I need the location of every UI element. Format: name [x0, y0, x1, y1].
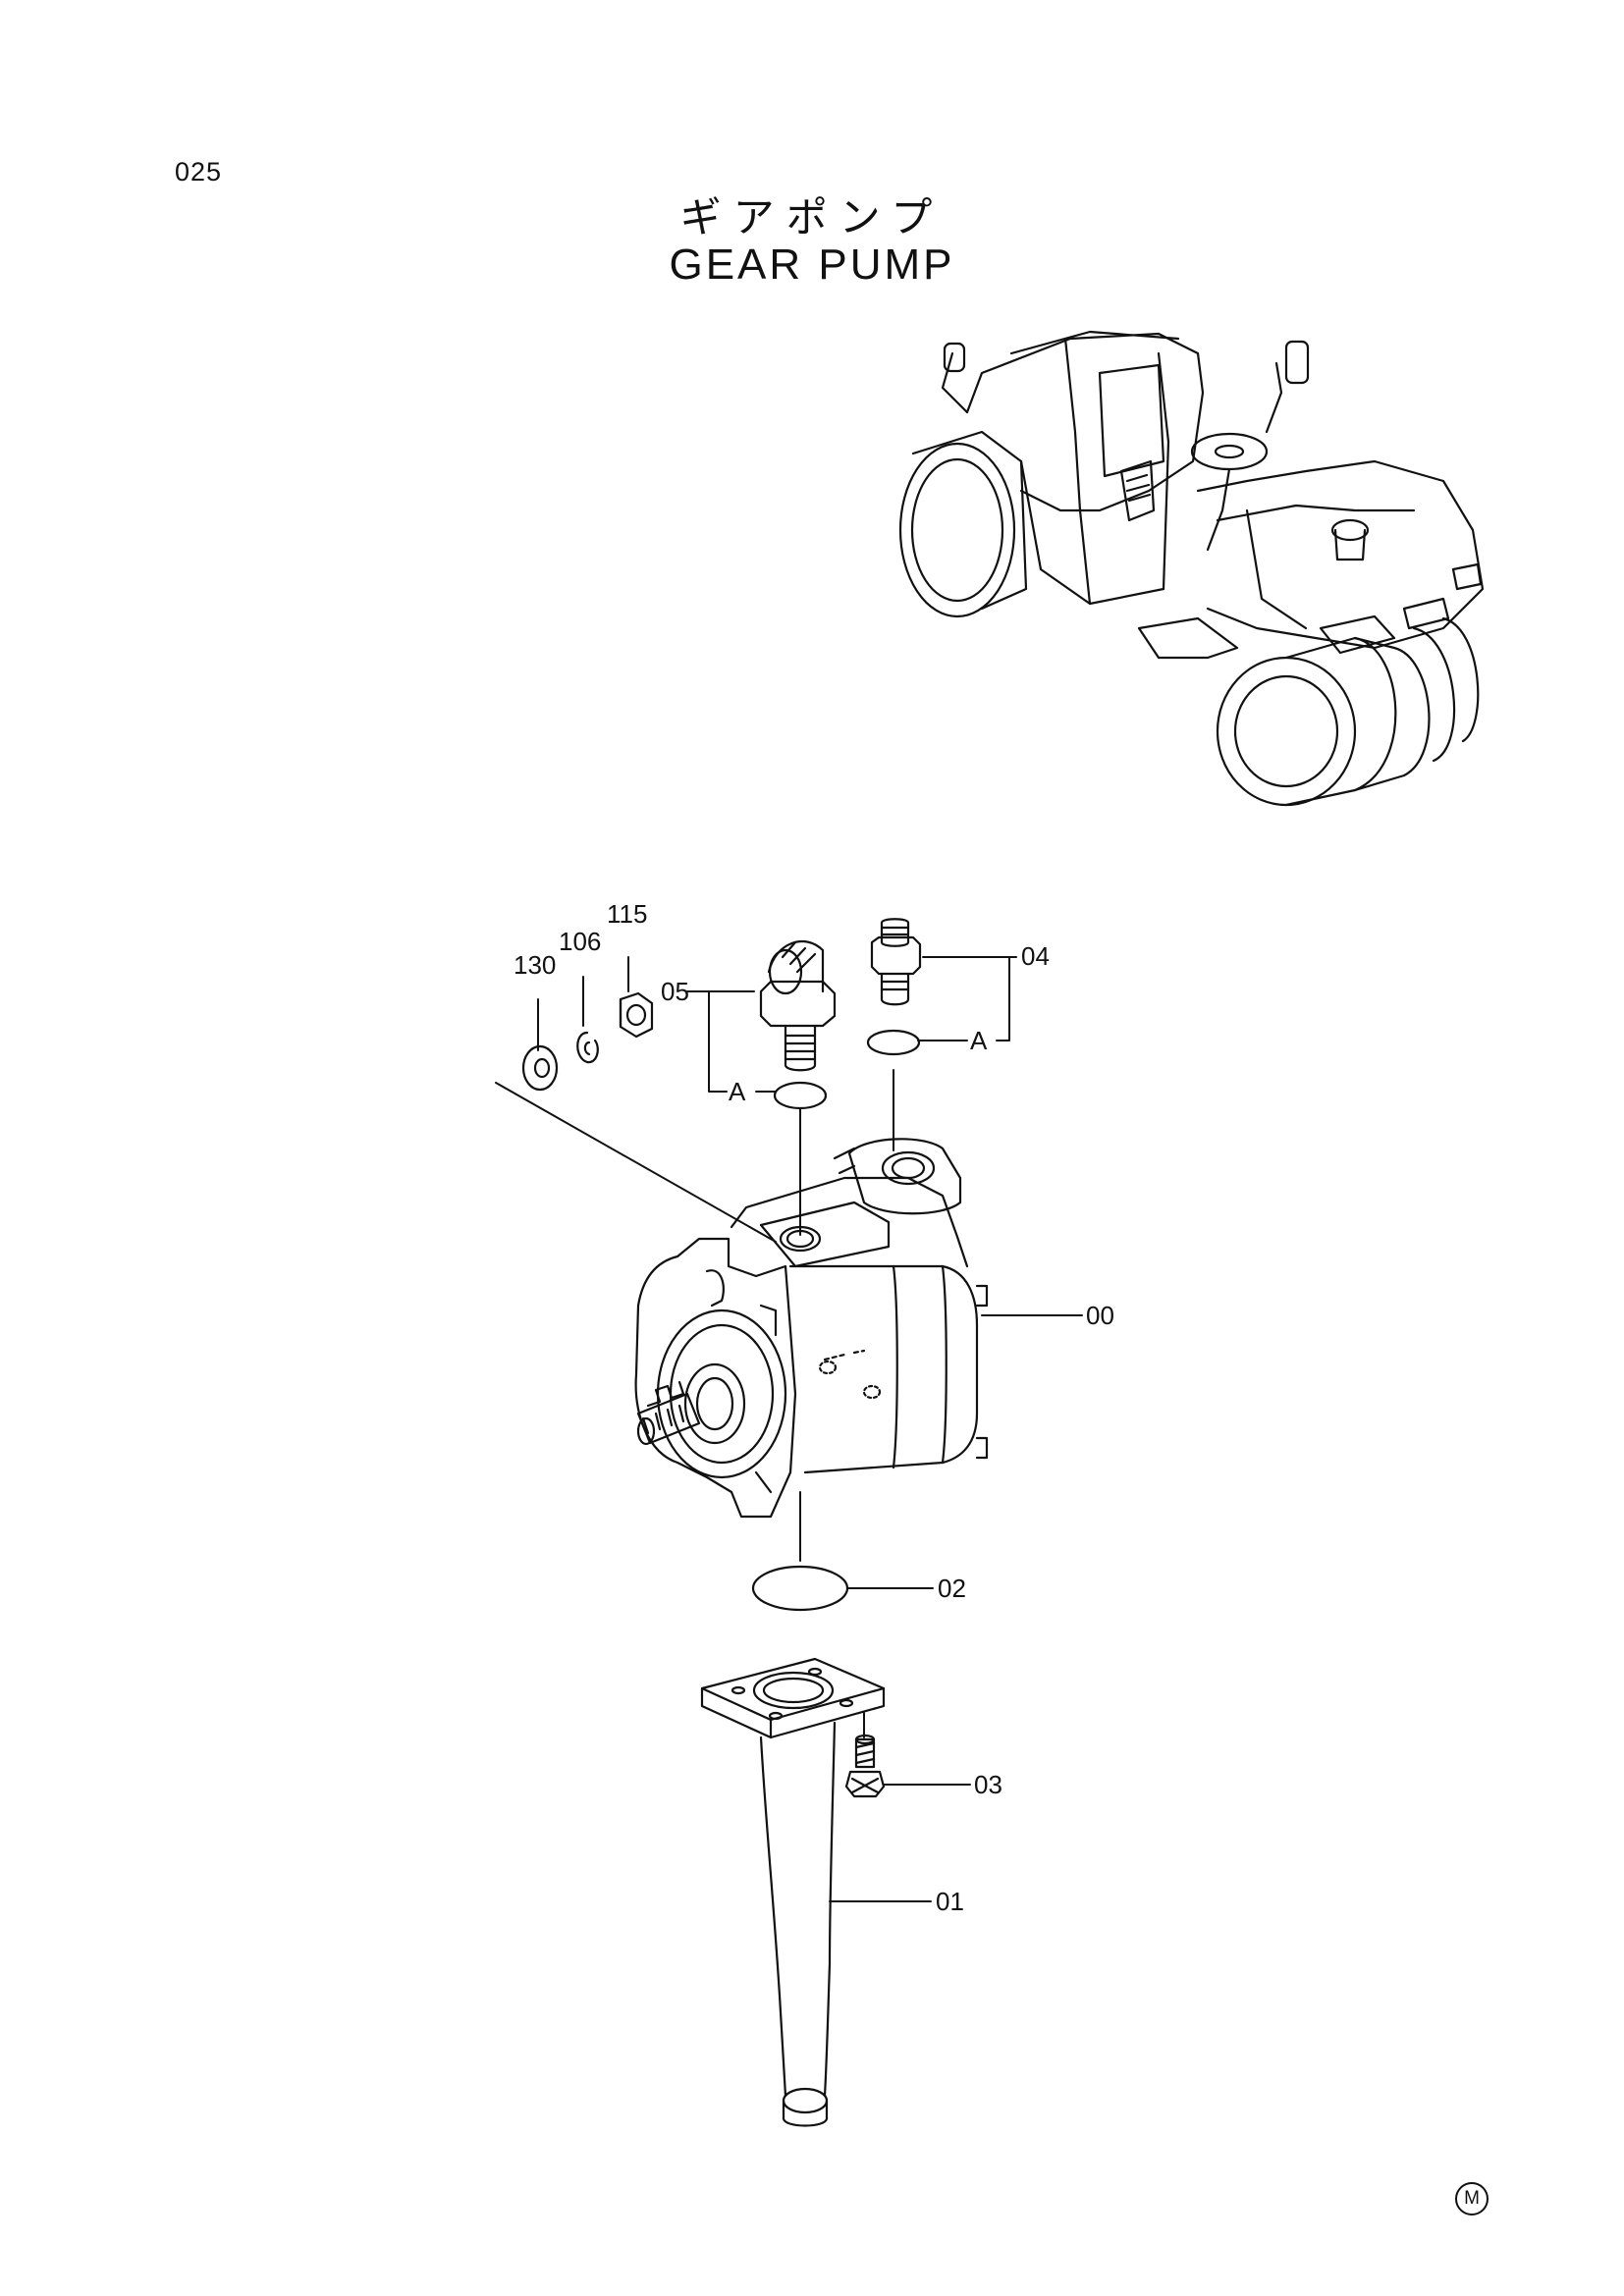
nut-115-part — [619, 991, 654, 1039]
bolt-03-part — [844, 1734, 886, 1798]
suction-pipe-01-part — [700, 1657, 886, 2127]
callout-04: 04 — [1021, 941, 1050, 971]
callout-01: 01 — [936, 1887, 964, 1916]
callout-a-left: A — [729, 1077, 746, 1106]
leader-lines — [495, 956, 1083, 1902]
o-ring-02-part — [751, 1565, 849, 1612]
title-english: GEAR PUMP — [669, 240, 955, 289]
spring-washer-106-part — [576, 1031, 599, 1064]
callout-106: 106 — [559, 927, 601, 956]
gear-pump-body-00 — [634, 1138, 989, 1519]
callout-03: 03 — [974, 1770, 1002, 1799]
footer-mark: M — [1455, 2182, 1489, 2216]
o-ring-left — [773, 1081, 828, 1110]
callout-a-right: A — [970, 1026, 988, 1055]
callout-00: 00 — [1086, 1301, 1114, 1330]
straight-fitting-04-part — [870, 918, 922, 1006]
elbow-fitting-05-part — [759, 940, 837, 1072]
washer-130-part — [521, 1044, 559, 1092]
title-japanese: ギアポンプ — [679, 193, 945, 241]
callout-130: 130 — [514, 950, 556, 980]
callout-115: 115 — [607, 899, 647, 929]
machine-overview-drawing — [898, 330, 1485, 807]
page-number: 025 — [175, 157, 223, 187]
callout-05: 05 — [661, 977, 689, 1006]
o-ring-right — [866, 1029, 921, 1056]
callout-02: 02 — [938, 1574, 966, 1603]
